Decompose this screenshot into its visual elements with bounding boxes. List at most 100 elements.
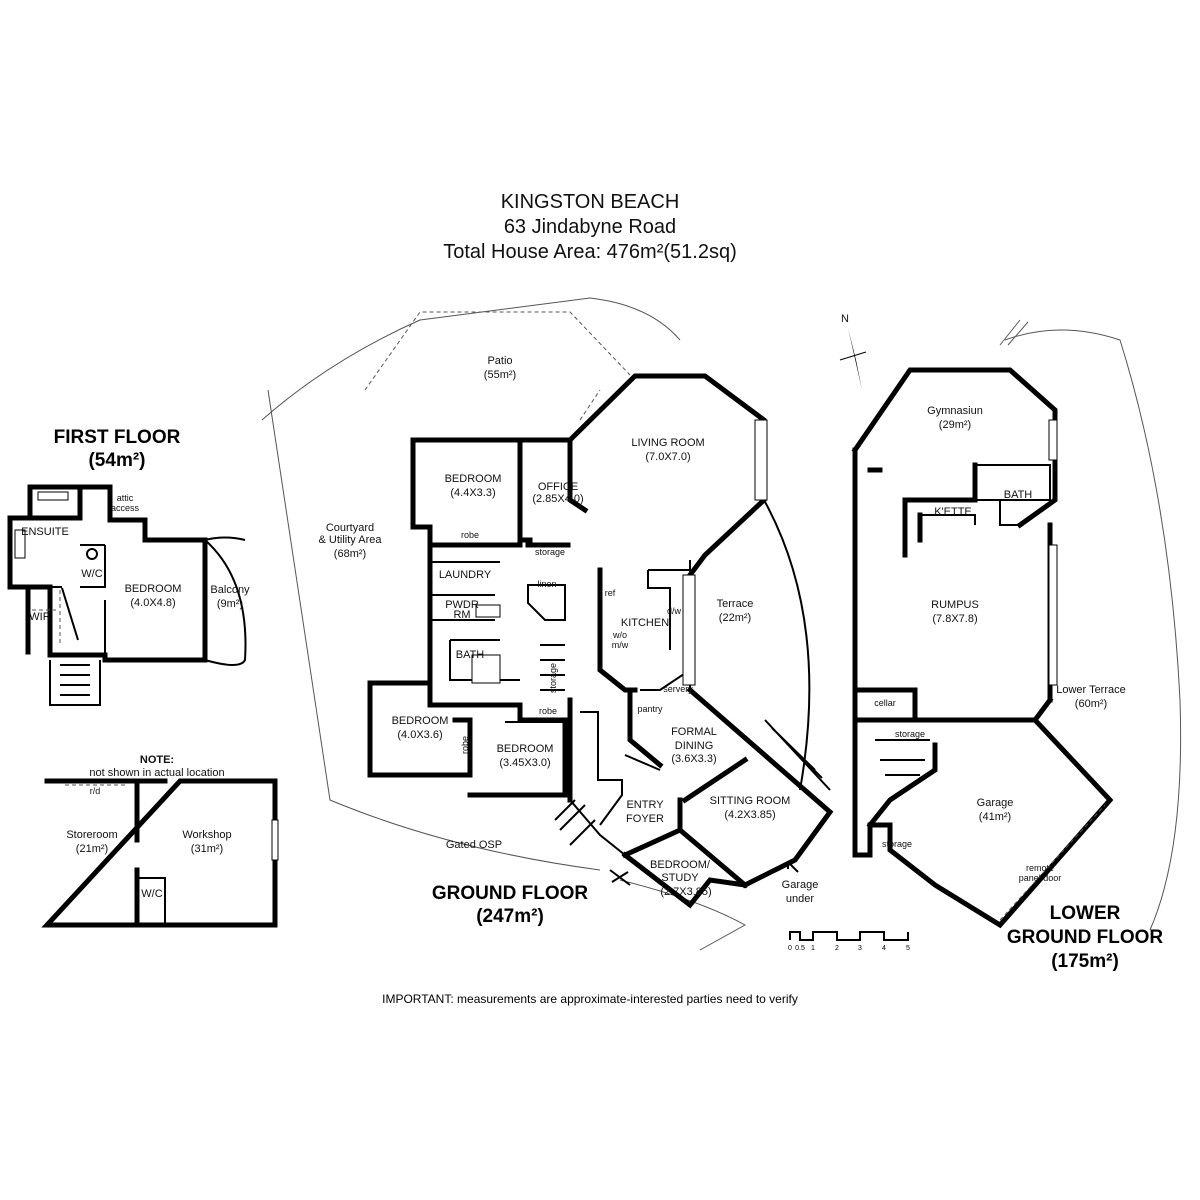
pantry-label: pantry xyxy=(637,704,663,714)
first-bedroom-dim: (4.0X4.8) xyxy=(130,597,175,609)
rm-label: RM xyxy=(453,609,470,621)
wo-label: w/o xyxy=(612,630,627,640)
scale-tick-label: 5 xyxy=(906,945,910,952)
sitting-dim: (4.2X3.85) xyxy=(724,809,775,821)
entry-label: ENTRY xyxy=(626,799,664,811)
bedroom1-label: BEDROOM xyxy=(445,473,502,485)
lower-terrace-label: Lower Terrace xyxy=(1056,684,1126,696)
compass-label: N xyxy=(841,313,849,325)
storeroom-area: (21m²) xyxy=(76,843,108,855)
rd-label: r/d xyxy=(90,786,101,796)
balcony-label: Balcony xyxy=(210,584,250,596)
workshop-area: (31m²) xyxy=(191,843,223,855)
first-floor-plan: FIRST FLOOR (54m²) ENSUITE attic access … xyxy=(7,427,250,706)
wc-label: W/C xyxy=(81,568,102,580)
storage1-label: storage xyxy=(535,547,565,557)
bedroom2-label: BEDROOM xyxy=(392,715,449,727)
bedroom3-dim: (3.45X3.0) xyxy=(499,757,550,769)
north-arrow-icon: N xyxy=(839,313,867,390)
living-dim: (7.0X7.0) xyxy=(645,451,690,463)
dining-dim: (3.6X3.3) xyxy=(671,753,716,765)
header-line2: 63 Jindabyne Road xyxy=(504,216,676,238)
storage2-label: storage xyxy=(548,663,558,693)
header-line1: KINGSTON BEACH xyxy=(501,191,680,213)
scale-tick-label: 1 xyxy=(811,945,815,952)
rumpus-dim: (7.8X7.8) xyxy=(932,613,977,625)
bedroom3-label: BEDROOM xyxy=(497,743,554,755)
ensuite-label: ENSUITE xyxy=(21,526,69,538)
bedroom1-dim: (4.4X3.3) xyxy=(450,487,495,499)
formal-label: FORMAL xyxy=(671,726,717,738)
servery-label: servery xyxy=(663,684,693,694)
lower-floor-title1: LOWER xyxy=(1050,903,1121,924)
lower-floor-plan: Gymnasiun (29m²) BATH K'ETTE RUMPUS (7.8… xyxy=(851,319,1182,972)
office-label: OFFICE xyxy=(538,481,578,493)
foyer-label: FOYER xyxy=(626,813,664,825)
scale-tick-label: 3 xyxy=(858,945,862,952)
gym-area: (29m²) xyxy=(939,419,971,431)
pwdr-label: PWDR xyxy=(445,599,479,611)
terrace-area: (22m²) xyxy=(719,612,751,624)
header-line3: Total House Area: 476m²(51.2sq) xyxy=(443,241,737,263)
mw-label: m/w xyxy=(612,640,629,650)
robe1-label: robe xyxy=(461,530,479,540)
kitchen-label: KITCHEN xyxy=(621,617,669,629)
wir-label: WIR xyxy=(29,611,50,623)
terrace-label: Terrace xyxy=(717,598,754,610)
garage-under-label2: under xyxy=(786,893,814,905)
attic-label: attic xyxy=(117,493,134,503)
scale-tick-label: 2 xyxy=(835,945,839,952)
panel-door-label: panel door xyxy=(1019,873,1062,883)
lower-floor-area: (175m²) xyxy=(1051,951,1119,972)
attic-access-label: access xyxy=(111,503,140,513)
living-label: LIVING ROOM xyxy=(631,437,704,449)
courtyard-area: (68m²) xyxy=(334,548,366,560)
remote-label: remote xyxy=(1026,863,1054,873)
lower-garage-label: Garage xyxy=(977,797,1014,809)
lower-storage2-label: storage xyxy=(882,839,912,849)
kette-label: K'ETTE xyxy=(934,506,972,518)
lower-terrace-area: (60m²) xyxy=(1075,698,1107,710)
laundry-label: LAUNDRY xyxy=(439,569,492,581)
scale-tick-label: 4 xyxy=(882,945,886,952)
gym-label: Gymnasiun xyxy=(927,405,983,417)
sitting-label: SITTING ROOM xyxy=(710,795,791,807)
robe3-label: robe xyxy=(539,706,557,716)
scale-tick-label: 0.5 xyxy=(795,945,805,952)
storeroom-label: Storeroom xyxy=(66,829,117,841)
bedstudy-label: BEDROOM/ xyxy=(650,859,711,871)
bath-label: BATH xyxy=(456,649,485,661)
balcony-area: (9m²) xyxy=(217,598,243,610)
workshop-label: Workshop xyxy=(182,829,231,841)
ground-floor-plan: Patio (55m²) Courtyard & Utility Area (6… xyxy=(261,297,834,951)
study-label: STUDY xyxy=(661,872,699,884)
linen-label: linen xyxy=(537,579,556,589)
ground-floor-title: GROUND FLOOR xyxy=(432,883,588,904)
outbuilding-wc-label: W/C xyxy=(141,888,162,900)
note-text: not shown in actual location xyxy=(89,767,224,779)
ref-label: ref xyxy=(605,588,616,598)
note-title: NOTE: xyxy=(140,754,174,766)
study-dim: (2.7X3.85) xyxy=(660,886,711,898)
patio-label: Patio xyxy=(487,355,512,367)
dining-label: DINING xyxy=(675,740,714,752)
dw-label: d/w xyxy=(667,606,682,616)
rumpus-label: RUMPUS xyxy=(931,599,979,611)
ground-floor-area: (247m²) xyxy=(476,906,544,927)
scale-tick-label: 0 xyxy=(788,945,792,952)
garage-arrow-icon xyxy=(787,861,799,873)
outbuilding-plan: NOTE: not shown in actual location r/d S… xyxy=(41,754,279,928)
garage-under-label: Garage xyxy=(782,879,819,891)
courtyard-label: Courtyard xyxy=(326,522,374,534)
first-floor-area: (54m²) xyxy=(88,450,145,471)
office-dim: (2.85X4.0) xyxy=(532,493,583,505)
patio-area: (55m²) xyxy=(484,369,516,381)
courtyard-label2: & Utility Area xyxy=(319,534,383,546)
robe2-label: robe xyxy=(460,736,470,754)
lower-floor-title2: GROUND FLOOR xyxy=(1007,927,1163,948)
important-note: IMPORTANT: measurements are approximate-… xyxy=(382,992,798,1006)
gated-osp-label: Gated OSP xyxy=(446,839,502,851)
lower-storage1-label: storage xyxy=(895,729,925,739)
